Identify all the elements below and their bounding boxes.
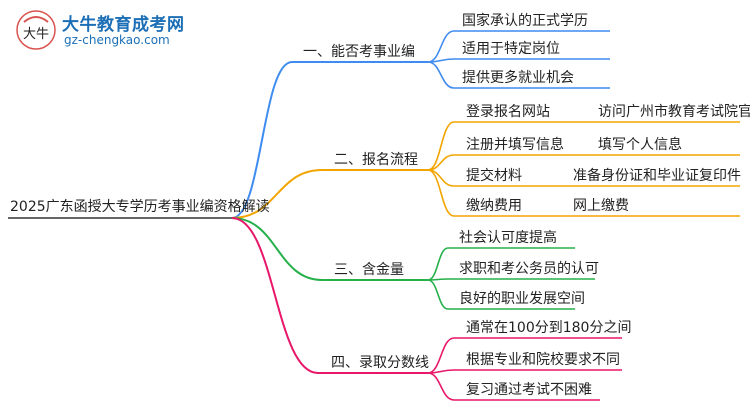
branch-1-item-3: 提供更多就业机会 — [462, 70, 574, 86]
branch-2-connector — [231, 169, 323, 219]
branch-2-item-2: 注册并填写信息 — [466, 137, 564, 153]
branch-2-item-4-detail: 网上缴费 — [573, 198, 629, 214]
branch-3-connector — [231, 217, 323, 281]
branch-1-item-2: 适用于特定岗位 — [462, 41, 560, 57]
logo-title: 大牛教育成考网 — [62, 15, 185, 35]
branch-4-connector — [231, 217, 319, 374]
branch-2-item-3-detail: 准备身份证和毕业证复印件 — [573, 168, 741, 184]
logo-mark-icon: 大牛 — [16, 10, 56, 50]
branch-4-item-1: 通常在100分到180分之间 — [466, 320, 632, 336]
branch-2-item-3: 提交材料 — [466, 168, 522, 184]
branch-3-item-1-connector — [427, 247, 449, 281]
logo-url: gz-chengkao.com — [64, 33, 170, 47]
branch-2-item-2-detail: 填写个人信息 — [598, 137, 682, 153]
branch-3-item-2: 求职和考公务员的认可 — [459, 261, 599, 277]
branch-2-item-1-connector — [427, 121, 455, 171]
branch-2-item-1-detail: 访问广州市教育考试院官网 — [598, 104, 750, 120]
branch-2-item-4-connector — [427, 169, 455, 217]
logo-mark-text: 大牛 — [23, 27, 49, 42]
branch-3-item-1: 社会认可度提高 — [459, 230, 557, 246]
branch-1-connector — [231, 61, 293, 219]
site-logo: 大牛 大牛教育成考网 gz-chengkao.com — [14, 8, 214, 54]
branch-1-item-1: 国家承认的正式学历 — [462, 13, 588, 29]
branch-1-label: 一、能否考事业编 — [303, 44, 415, 60]
branch-3-item-3-connector — [427, 279, 449, 310]
branch-2-item-1: 登录报名网站 — [466, 104, 550, 120]
root-node: 2025广东函授大专学历考事业编资格解读 — [10, 199, 270, 215]
branch-4-item-3-connector — [427, 372, 455, 401]
branch-3-label: 三、含金量 — [334, 262, 404, 278]
branch-1-item-3-connector — [427, 61, 455, 89]
branch-2-item-4: 缴纳费用 — [466, 198, 522, 214]
branch-4-item-3: 复习通过考试不困难 — [466, 382, 592, 398]
branch-4-item-2: 根据专业和院校要求不同 — [466, 352, 620, 368]
branch-1-item-1-connector — [427, 30, 455, 63]
branch-4-item-1-connector — [427, 337, 455, 374]
branch-2-label: 二、报名流程 — [334, 152, 418, 168]
branch-4-label: 四、录取分数线 — [331, 355, 429, 371]
branch-3-item-3: 良好的职业发展空间 — [459, 291, 585, 307]
